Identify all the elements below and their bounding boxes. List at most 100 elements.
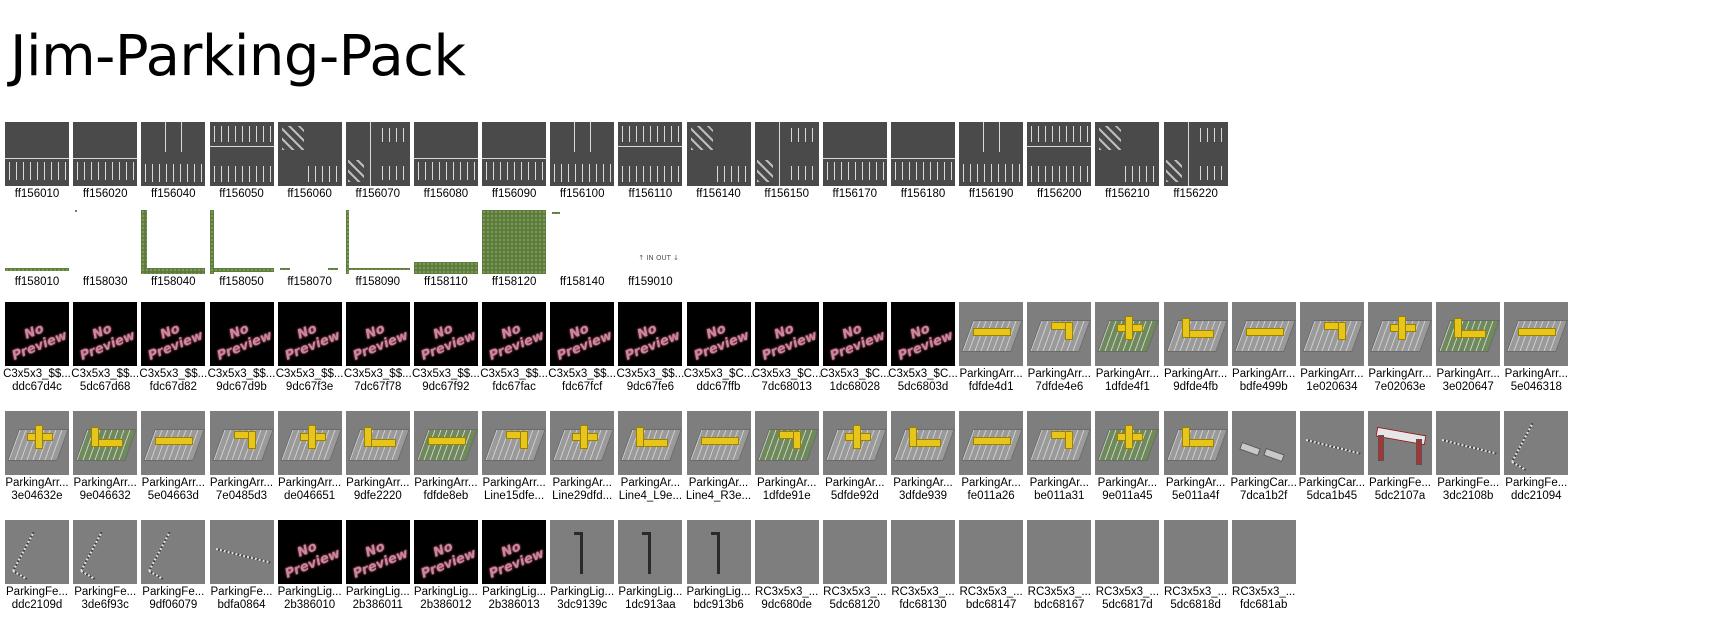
asset-tile[interactable]: ff156110 — [616, 122, 684, 202]
asset-tile[interactable]: ParkingFe...3de6f93c — [71, 520, 139, 611]
asset-tile[interactable]: RC3x5x3_...fdc681ab — [1230, 520, 1298, 611]
asset-tile[interactable]: RC3x5x3_...bdc68147 — [957, 520, 1025, 611]
asset-tile[interactable]: ff156090 — [480, 122, 548, 202]
asset-tile[interactable]: ParkingArr...7dfde4e6 — [1025, 302, 1093, 393]
asset-tile[interactable]: ParkingAr...Line4_L9e... — [616, 411, 684, 502]
asset-tile[interactable]: ff156200 — [1025, 122, 1093, 202]
asset-name: ff156070 — [355, 188, 401, 200]
asset-tile[interactable]: ff158050 — [208, 210, 276, 290]
asset-thumbnail — [1163, 411, 1228, 475]
asset-tile[interactable]: ParkingAr...3dfde939 — [889, 411, 957, 502]
asset-tile[interactable]: RC3x5x3_...9dc680de — [753, 520, 821, 611]
asset-tile[interactable]: ParkingFe...ddc21094 — [1502, 411, 1570, 502]
asset-tile[interactable]: ff156210 — [1093, 122, 1161, 202]
asset-tile[interactable]: ParkingAr...5e011a4f — [1162, 411, 1230, 502]
asset-tile[interactable]: ParkingLig...3dc9139c — [548, 520, 616, 611]
asset-tile[interactable]: ff158040 — [139, 210, 207, 290]
asset-tile[interactable]: ParkingCar...5dca1b45 — [1298, 411, 1366, 502]
asset-tile[interactable]: ParkingFe...5dc2107a — [1366, 411, 1434, 502]
asset-tile[interactable]: ff156050 — [208, 122, 276, 202]
asset-tile[interactable]: ff156220 — [1162, 122, 1230, 202]
asset-name: ParkingFe... — [210, 586, 273, 598]
asset-tile[interactable]: ParkingFe...9df06079 — [139, 520, 207, 611]
asset-tile[interactable]: ff156170 — [821, 122, 889, 202]
asset-thumbnail — [413, 411, 478, 475]
asset-tile[interactable]: ff158030 — [71, 210, 139, 290]
asset-tile[interactable]: ff156020 — [71, 122, 139, 202]
asset-tile[interactable]: ff158140 — [548, 210, 616, 290]
asset-tile[interactable]: ParkingArr...fdfde4d1 — [957, 302, 1025, 393]
asset-tile[interactable]: ff158110 — [412, 210, 480, 290]
asset-tile[interactable]: ParkingCar...7dca1b2f — [1230, 411, 1298, 502]
asset-tile[interactable]: ff156150 — [753, 122, 821, 202]
asset-tile[interactable]: ParkingLig...1dc913aa — [616, 520, 684, 611]
asset-tile[interactable]: ParkingArr...5e046318 — [1502, 302, 1570, 393]
asset-tile[interactable]: ParkingFe...bdfa0864 — [208, 520, 276, 611]
asset-tile[interactable]: RC3x5x3_...5dc6817d — [1093, 520, 1161, 611]
asset-tile[interactable]: ParkingArr...3e04632e — [3, 411, 71, 502]
asset-tile[interactable]: ParkingArr...Line15dfe... — [480, 411, 548, 502]
asset-tile[interactable]: ParkingAr...be011a31 — [1025, 411, 1093, 502]
asset-tile[interactable]: ParkingFe...ddc2109d — [3, 520, 71, 611]
asset-tile[interactable]: ff156070 — [344, 122, 412, 202]
asset-id: 5e04663d — [147, 490, 199, 502]
asset-tile[interactable]: ParkingArr...9dfe2220 — [344, 411, 412, 502]
asset-tile[interactable]: ff158010 — [3, 210, 71, 290]
asset-tile[interactable]: ff156190 — [957, 122, 1025, 202]
asset-tile[interactable]: ParkingAr...5dfde92d — [821, 411, 889, 502]
asset-name: ParkingLig... — [618, 586, 683, 598]
asset-tile[interactable]: ParkingArr...9dfde4fb — [1162, 302, 1230, 393]
asset-tile[interactable]: RC3x5x3_...5dc68120 — [821, 520, 889, 611]
asset-tile[interactable]: ff158120 — [480, 210, 548, 290]
asset-tile[interactable]: ParkingArr...3e020647 — [1434, 302, 1502, 393]
asset-tile[interactable]: ParkingFe...3dc2108b — [1434, 411, 1502, 502]
asset-tile[interactable]: ff158070 — [276, 210, 344, 290]
asset-tile[interactable]: ParkingAr...Line29dfd... — [548, 411, 616, 502]
asset-tile[interactable]: ParkingArr...fdfde8eb — [412, 411, 480, 502]
asset-tile[interactable]: ParkingAr...9e011a45 — [1093, 411, 1161, 502]
asset-tile[interactable]: ff158090 — [344, 210, 412, 290]
asset-tile[interactable]: ParkingAr...1dfde91e — [753, 411, 821, 502]
asset-tile[interactable]: RC3x5x3_...5dc6818d — [1162, 520, 1230, 611]
asset-tile[interactable]: ParkingArr...7e02063e — [1366, 302, 1434, 393]
asset-tile[interactable]: ParkingArr...de046651 — [276, 411, 344, 502]
asset-tile[interactable]: ff156060 — [276, 122, 344, 202]
asset-tile[interactable]: ParkingArr...bdfe499b — [1230, 302, 1298, 393]
asset-tile[interactable]: ff156100 — [548, 122, 616, 202]
asset-tile[interactable]: ParkingArr...7e0485d3 — [208, 411, 276, 502]
asset-tile[interactable]: ff156040 — [139, 122, 207, 202]
asset-tile[interactable]: RC3x5x3_...fdc68130 — [889, 520, 957, 611]
asset-tile[interactable]: ParkingArr...9e046632 — [71, 411, 139, 502]
asset-tile[interactable]: ParkingArr...5e04663d — [139, 411, 207, 502]
asset-tile[interactable]: RC3x5x3_...bdc68167 — [1025, 520, 1093, 611]
asset-thumbnail — [550, 210, 614, 274]
asset-tile[interactable]: ff156080 — [412, 122, 480, 202]
asset-tile[interactable]: ParkingArr...1dfde4f1 — [1093, 302, 1161, 393]
asset-tile[interactable]: ParkingAr...fe011a26 — [957, 411, 1025, 502]
asset-tile[interactable]: ff156180 — [889, 122, 957, 202]
asset-tile[interactable]: ff156140 — [685, 122, 753, 202]
asset-tile[interactable]: ff156010 — [3, 122, 71, 202]
asset-tile[interactable]: ParkingLig...bdc913b6 — [685, 520, 753, 611]
asset-tile[interactable]: ParkingArr...1e020634 — [1298, 302, 1366, 393]
asset-tile[interactable]: ParkingAr...Line4_R3e... — [685, 411, 753, 502]
asset-tile[interactable]: ↑ IN OUT ↓ff159010 — [616, 210, 684, 290]
